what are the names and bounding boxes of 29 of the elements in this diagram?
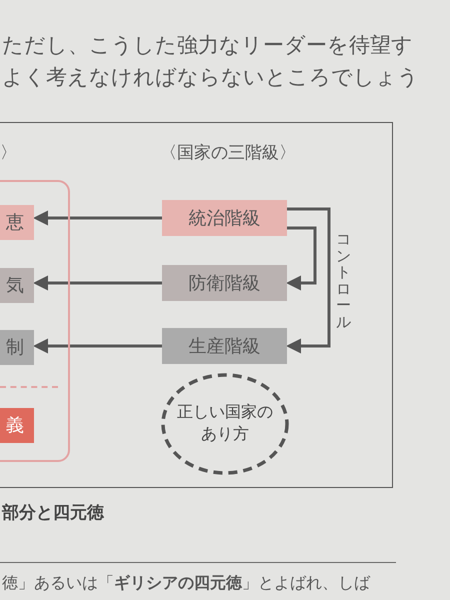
body-text: よく考えなければならないところでしょう [2,65,419,91]
node-label: 生産階級 [188,334,260,358]
node-label: 防衛階級 [188,272,260,295]
body-text: 徳」あるいは「ギリシアの四元徳」とよばれ、しば [2,574,370,594]
node-label: 制 [6,336,24,360]
node-label: 義 [6,414,24,438]
node-label: 恵 [6,211,24,234]
node-label: 気 [6,274,24,298]
body-text: ただし、こうした強力なリーダーを待望す [2,33,413,59]
class-box [162,328,287,364]
node-label: 正しい国家のあり方 [176,402,274,445]
class-box [162,265,287,301]
class-box [162,200,287,236]
arrow [33,210,162,226]
panel-heading: 〈国家の三階級〉 [160,142,296,164]
virtue-box [0,408,34,443]
panel-heading: 〉 [0,142,17,164]
figure-caption: 部分と四元徳 [2,502,104,524]
arrow [286,208,330,354]
virtue-box [0,205,34,240]
virtue-box [0,268,34,303]
arrow [33,276,162,290]
virtue-panel [0,180,70,462]
dashed-ellipse [160,372,290,476]
node-label: 統治階級 [188,206,260,230]
arrow [286,226,316,290]
edge-label: コントロール [336,232,351,331]
virtue-box [0,330,34,365]
arrow [33,338,162,354]
